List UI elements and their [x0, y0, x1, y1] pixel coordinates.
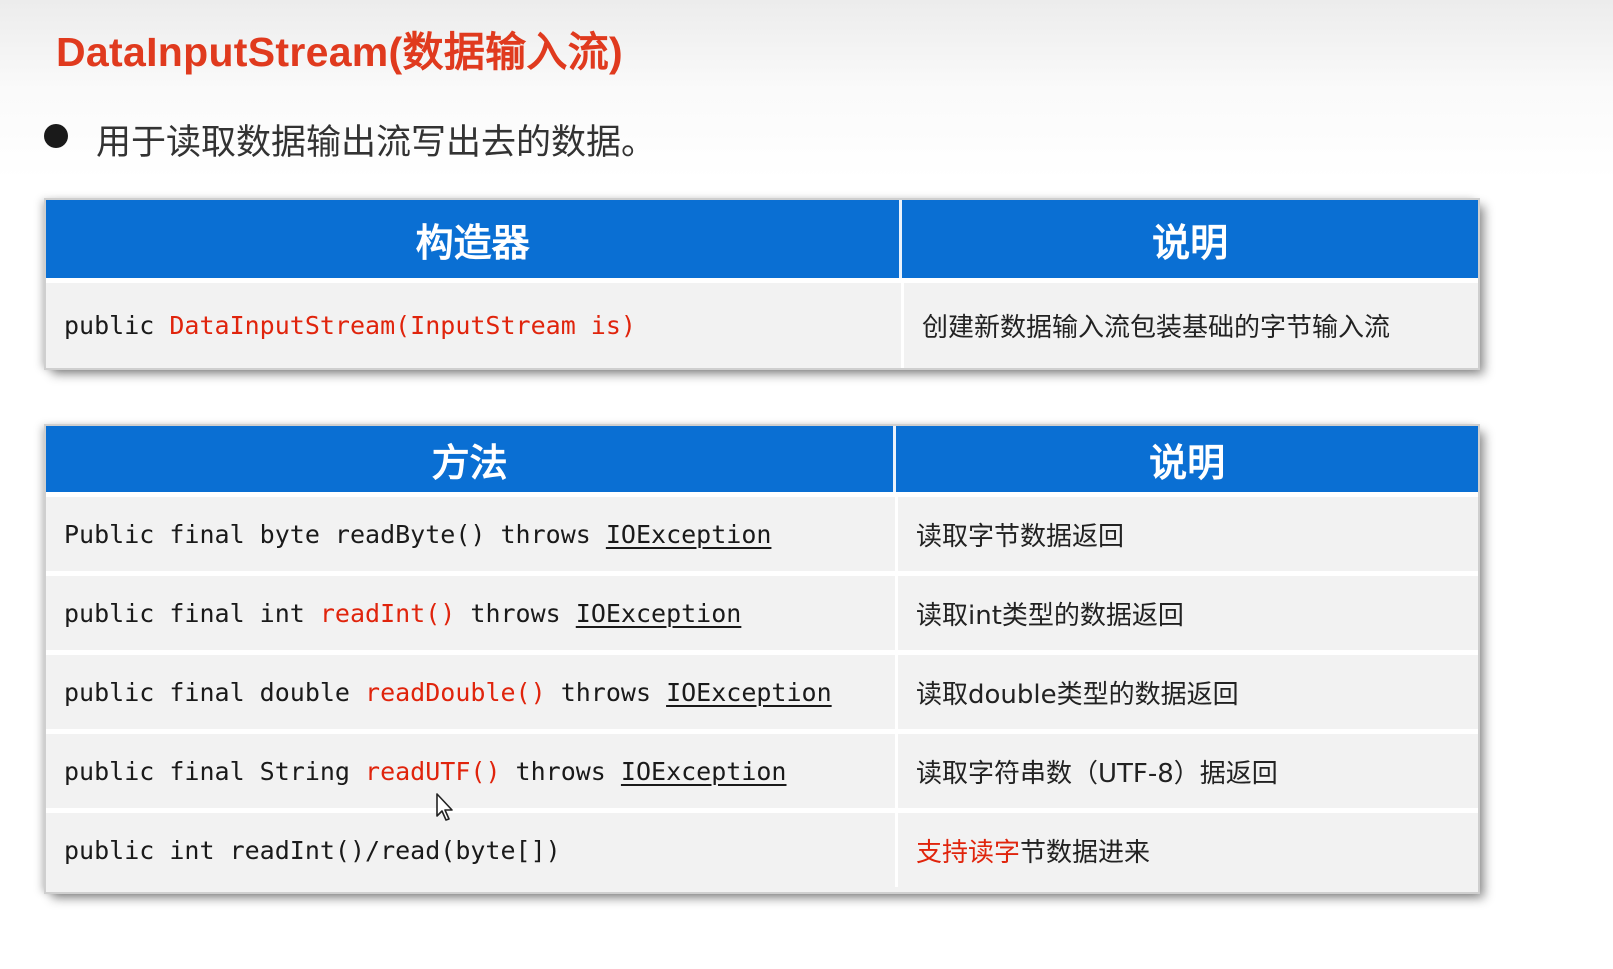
constructor-table: 构造器 说明 public DataInputStream(InputStrea… [46, 200, 1478, 368]
signature-prefix: public final double [64, 677, 366, 707]
method-signature: Public final byte readByte() throws IOEx… [46, 520, 895, 549]
table-row: public int readInt()/read(byte[]) 支持读字节数… [46, 808, 1478, 887]
method-name: readDouble() [365, 677, 546, 707]
signature-prefix: public final String [64, 756, 366, 786]
header-method: 方法 [431, 440, 508, 485]
page-title: DataInputStream(数据输入流) [56, 29, 623, 75]
description-rest: 节数据进来 [1020, 837, 1151, 868]
method-description: 支持读字节数据进来 [895, 813, 1478, 887]
exception-name: IOException [666, 677, 832, 707]
method-description: 读取字节数据返回 [895, 497, 1478, 571]
signature-name: DataInputStream(InputStream is) [169, 311, 636, 340]
method-signature: public final int readInt() throws IOExce… [46, 599, 895, 628]
method-name: readUTF() [365, 756, 501, 786]
header-constructor: 构造器 [415, 220, 530, 265]
method-signature: public final String readUTF() throws IOE… [46, 757, 895, 786]
constructor-signature: public DataInputStream(InputStream is) [46, 311, 901, 340]
signature-keyword: public [64, 311, 170, 340]
method-name: readInt() [319, 598, 456, 628]
method-description: 读取int类型的数据返回 [895, 576, 1478, 650]
header-description: 说明 [899, 200, 1478, 278]
table-row: public final String readUTF() throws IOE… [46, 729, 1478, 808]
description-highlight: 支持读字 [916, 837, 1021, 868]
exception-name: IOException [620, 756, 787, 786]
table-row: public DataInputStream(InputStream is) 创… [46, 278, 1478, 368]
method-table: 方法 说明 Public final byte readByte() throw… [46, 426, 1478, 892]
signature-prefix: Public final byte readByte() throws [64, 519, 606, 549]
method-signature: public int readInt()/read(byte[]) [64, 835, 561, 865]
mouse-pointer-icon [436, 793, 453, 821]
method-table-header: 方法 说明 [46, 426, 1478, 492]
signature-throws: throws [500, 756, 621, 786]
table-row: public final double readDouble() throws … [46, 650, 1478, 729]
method-description: 读取字符串数（UTF-8）据返回 [895, 734, 1478, 808]
signature-throws: throws [545, 677, 667, 707]
table-row: public final int readInt() throws IOExce… [46, 571, 1478, 650]
constructor-table-header: 构造器 说明 [46, 200, 1478, 278]
exception-name: IOException [605, 519, 772, 549]
bullet-text: 用于读取数据输出流写出去的数据。 [96, 123, 657, 163]
signature-prefix: public final int [64, 598, 320, 628]
constructor-description: 创建新数据输入流包装基础的字节输入流 [901, 283, 1478, 368]
table-row: Public final byte readByte() throws IOEx… [46, 492, 1478, 571]
method-signature: public final double readDouble() throws … [46, 678, 895, 707]
method-description: 读取double类型的数据返回 [895, 655, 1478, 729]
header-description: 说明 [893, 426, 1478, 492]
exception-name: IOException [575, 598, 742, 628]
bullet-icon [44, 124, 68, 148]
signature-throws: throws [455, 598, 576, 628]
